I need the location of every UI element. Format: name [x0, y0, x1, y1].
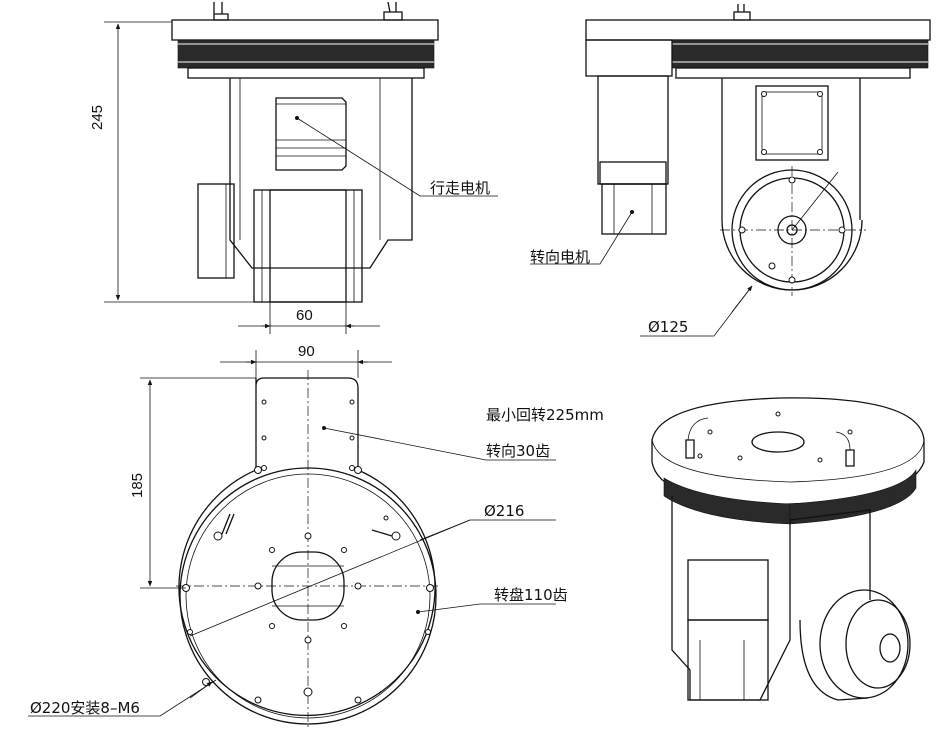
dim-245-text: 245: [89, 105, 106, 130]
dim-60-text: 60: [296, 307, 313, 324]
steer-motor-label: 转向电机: [530, 248, 590, 266]
dia-220-mount-label: Ø220安装8–M6: [30, 699, 140, 717]
side-view: [530, 4, 931, 337]
front-view: [104, 1, 498, 334]
steer-teeth-label: 转向30齿: [486, 442, 550, 460]
isometric-view: [651, 397, 925, 701]
dim-185-text: 185: [129, 473, 146, 498]
dia-125-label: Ø125: [648, 318, 688, 336]
turntable-teeth-label: 转盘110齿: [494, 586, 568, 604]
top-view: [28, 350, 556, 730]
drive-motor-label: 行走电机: [430, 179, 490, 197]
dia-216-label: Ø216: [484, 502, 524, 520]
dim-90-text: 90: [298, 343, 315, 360]
min-turn-label: 最小回转225mm: [486, 406, 604, 424]
